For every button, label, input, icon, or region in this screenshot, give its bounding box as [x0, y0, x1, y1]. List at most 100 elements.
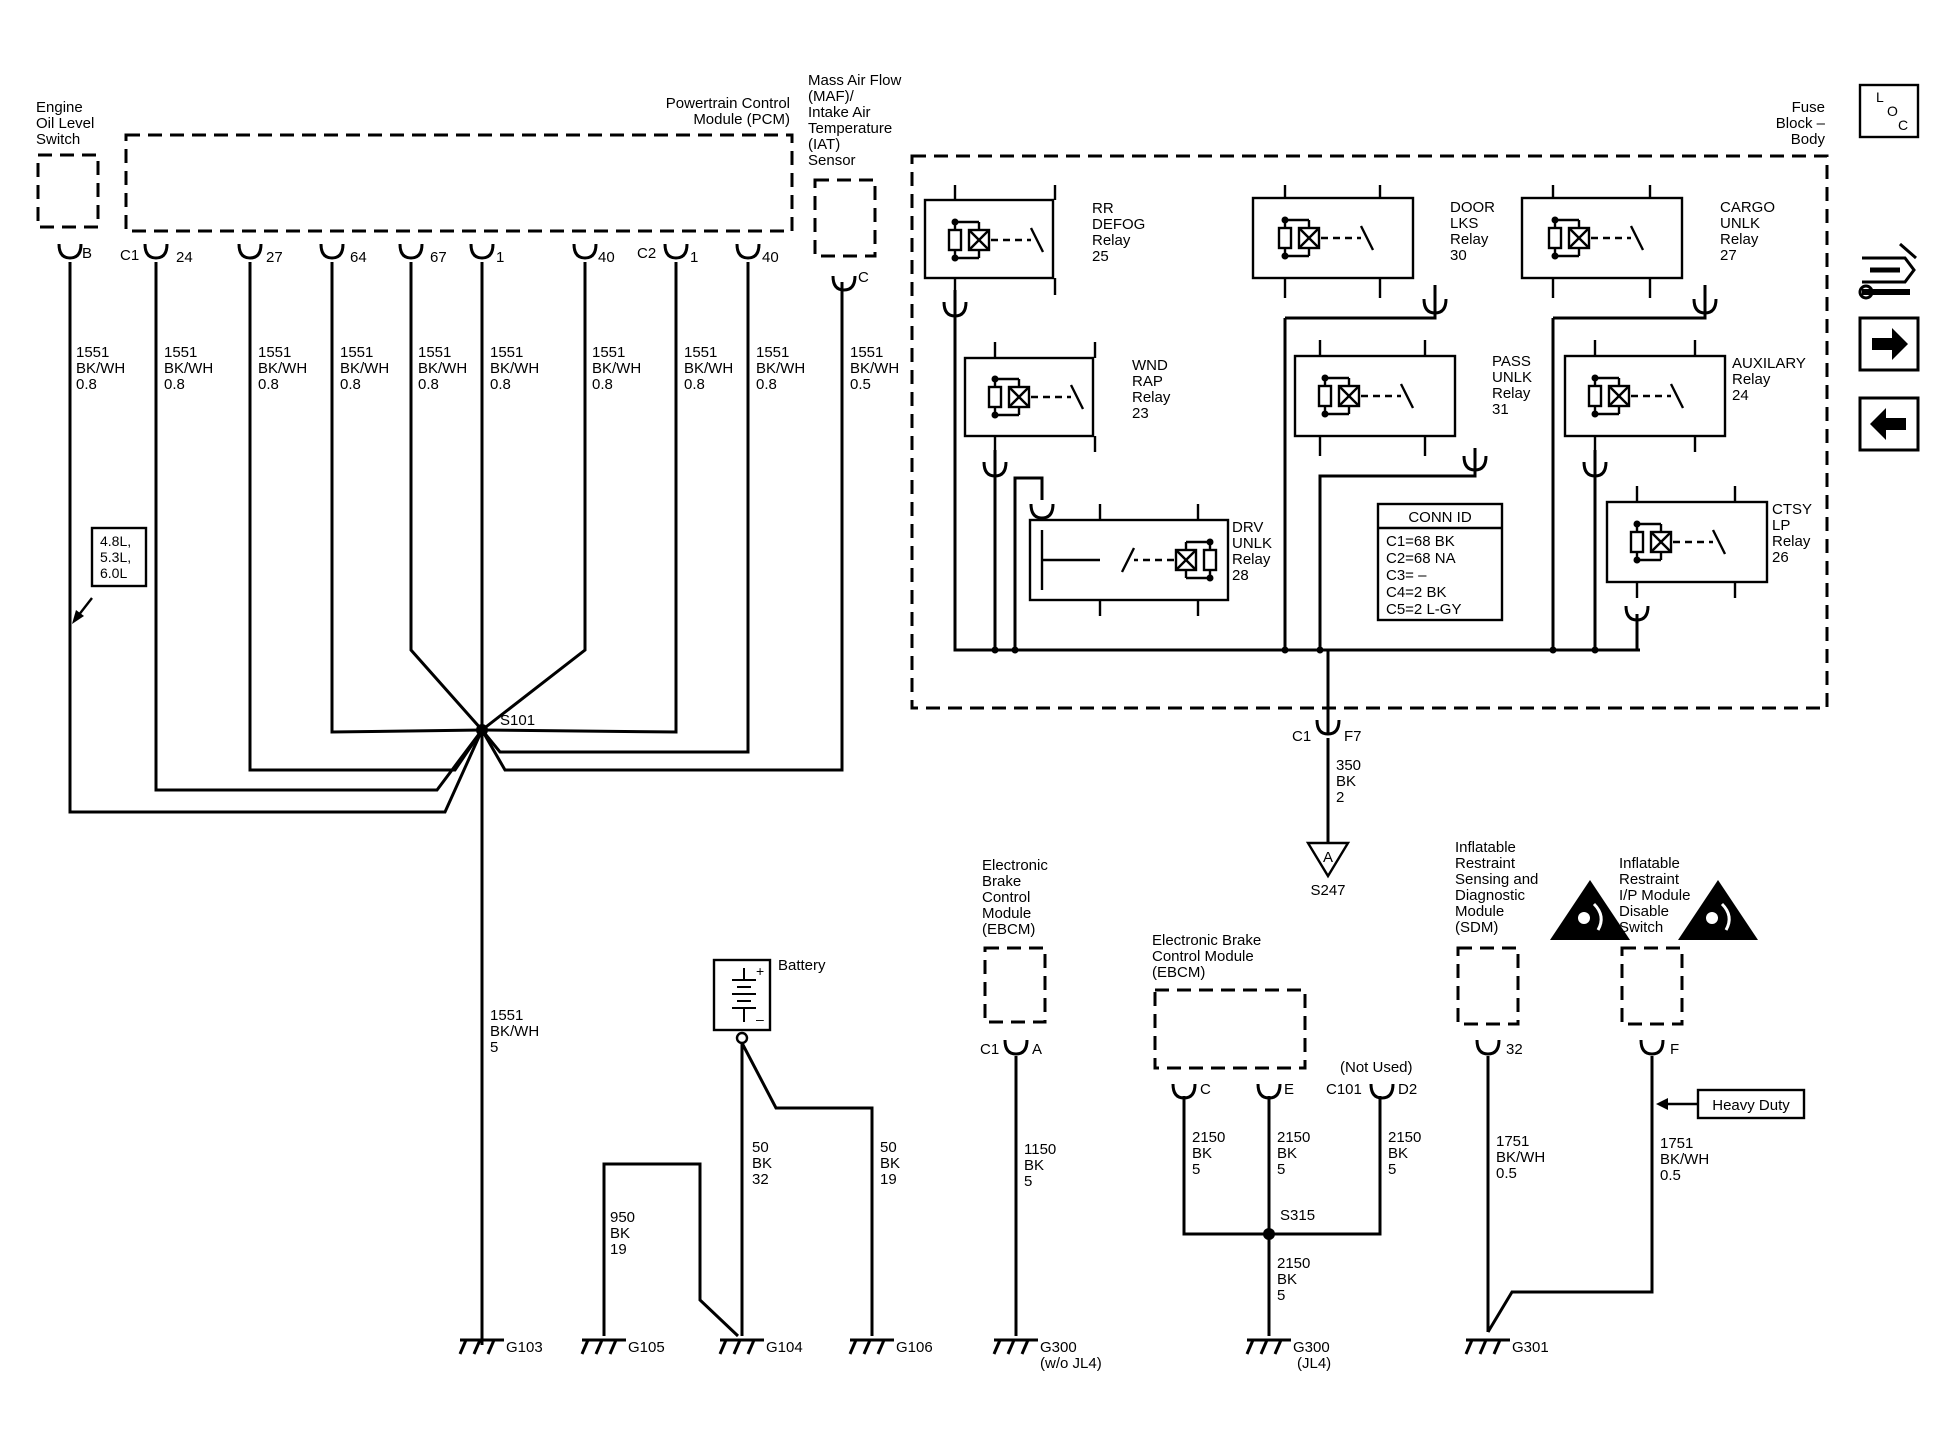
ctsy-lp-l1: CTSY — [1772, 501, 1812, 518]
auxilary-l3: 24 — [1732, 387, 1749, 404]
heavy-duty-label: Heavy Duty — [1712, 1097, 1790, 1114]
bat-g106-circuit: 50 — [880, 1139, 897, 1156]
fuse-block-label-3: Body — [1791, 131, 1826, 148]
ebcm-left-l5: (EBCM) — [982, 921, 1035, 938]
ip-module-disable-switch: Inflatable Restraint I/P Module Disable … — [1486, 855, 1806, 1333]
wnd-rap-l3: Relay — [1132, 389, 1171, 406]
pcm-pin-connector-icon — [663, 242, 689, 260]
cargo-unlk-l2: UNLK — [1720, 215, 1760, 232]
drv-unlk-l4: 28 — [1232, 567, 1249, 584]
fuse-block-output: C1 F7 350 BK 2 A S247 — [1292, 718, 1362, 899]
fuse-block-label-1: Fuse — [1792, 99, 1825, 116]
ground-g105-label: G105 — [628, 1339, 665, 1356]
maf-label-5: (IAT) — [808, 136, 840, 153]
pcm-pin-number: 64 — [350, 249, 367, 266]
wire-label: 1551 — [418, 344, 451, 361]
rr-defog-l3: Relay — [1092, 232, 1131, 249]
wire-label: 0.8 — [756, 376, 777, 393]
g105-color: BK — [610, 1225, 630, 1242]
pcm-pin-connector-icon — [319, 242, 345, 260]
wire-label: 1551 — [164, 344, 197, 361]
ebcm-a-color: BK — [1024, 1157, 1044, 1174]
s315-out-color: BK — [1277, 1271, 1297, 1288]
drv-unlk-l1: DRV — [1232, 519, 1263, 536]
ebcm-left: Electronic Brake Control Module (EBCM) C… — [980, 857, 1056, 1336]
previous-page-button[interactable] — [1858, 396, 1920, 452]
connector-tools-icon[interactable] — [1858, 242, 1917, 300]
oil-switch-pin: B — [82, 245, 92, 262]
loc-button[interactable]: L O C — [1858, 83, 1920, 139]
drv-unlk-connector-icon — [1029, 502, 1055, 520]
ebcm-d2-circuit: 2150 — [1388, 1129, 1421, 1146]
next-page-button[interactable] — [1858, 316, 1920, 372]
ground-g106-icon — [848, 1338, 896, 1356]
ebcm-e-size: 5 — [1277, 1161, 1285, 1178]
airbag-warning-icon — [1678, 880, 1758, 940]
sdm-wire-size: 0.5 — [1496, 1165, 1517, 1182]
ebcm-left-l4: Module — [982, 905, 1031, 922]
wire-label: 1551 — [684, 344, 717, 361]
ebcm-e-circuit: 2150 — [1277, 1129, 1310, 1146]
pcm-pin-number: 1 — [690, 249, 698, 266]
sdm-l3: Sensing and — [1455, 871, 1538, 888]
engine-option-arrow-icon — [72, 610, 84, 624]
maf-connector-icon — [831, 274, 857, 292]
pcm-pin-number: 27 — [266, 249, 283, 266]
conn-id-row-5: C5=2 L-GY — [1386, 601, 1461, 618]
battery-minus-icon: – — [756, 1011, 764, 1027]
ebcm-left-l3: Control — [982, 889, 1030, 906]
fuse-out-color: BK — [1336, 773, 1356, 790]
oil-switch-label-2: Oil Level — [36, 115, 94, 132]
fuse-out-circuit: 350 — [1336, 757, 1361, 774]
ground-g301-icon — [1464, 1338, 1512, 1356]
ebcm-c-circuit: 2150 — [1192, 1129, 1225, 1146]
s247-triangle-icon — [1305, 841, 1351, 879]
ipm-wire-circuit: 1751 — [1660, 1135, 1693, 1152]
oil-switch-label-3: Switch — [36, 131, 80, 148]
g105-size: 19 — [610, 1241, 627, 1258]
s315-out-size: 5 — [1277, 1287, 1285, 1304]
ebcm-mid-c-connector-icon — [1171, 1082, 1197, 1100]
maf-label-1: Mass Air Flow — [808, 72, 902, 89]
relay-drv-unlk: DRV UNLK Relay 28 — [1028, 504, 1272, 616]
arrow-right-icon — [1872, 328, 1908, 360]
main-wire-color: BK/WH — [490, 1023, 539, 1040]
pcm-label-1: Powertrain Control — [666, 95, 790, 112]
battery-label: Battery — [778, 957, 826, 974]
s101-label: S101 — [500, 712, 535, 729]
oil-switch-label-1: Engine — [36, 99, 83, 116]
sdm-l4: Diagnostic — [1455, 887, 1526, 904]
wnd-rap-l2: RAP — [1132, 373, 1163, 390]
pcm-pin-number: 67 — [430, 249, 447, 266]
pcm-wire-labels: 1551BK/WH0.81551BK/WH0.81551BK/WH0.81551… — [76, 344, 899, 393]
ebcm-c-size: 5 — [1192, 1161, 1200, 1178]
auxilary-l2: Relay — [1732, 371, 1771, 388]
conn-id-row-1: C1=68 BK — [1386, 533, 1455, 550]
ipm-connector-icon — [1639, 1038, 1665, 1056]
ground-g104-icon — [718, 1338, 766, 1356]
maf-label-2: (MAF)/ — [808, 88, 855, 105]
cargo-unlk-l3: Relay — [1720, 231, 1759, 248]
wire-label: 0.8 — [340, 376, 361, 393]
drv-unlk-l3: Relay — [1232, 551, 1271, 568]
pcm-pin-connector-icon — [572, 242, 598, 260]
loc-letter-c: C — [1898, 117, 1908, 133]
fuse-f7-label: F7 — [1344, 728, 1362, 745]
bat-g104-circuit: 50 — [752, 1139, 769, 1156]
cargo-unlk-l1: CARGO — [1720, 199, 1775, 216]
wire-label: 0.8 — [76, 376, 97, 393]
wire-label: BK/WH — [850, 360, 899, 377]
auxilary-l1: AUXILARY — [1732, 355, 1806, 372]
wire-label: 1551 — [850, 344, 883, 361]
sdm-wire-circuit: 1751 — [1496, 1133, 1529, 1150]
wire-label: BK/WH — [756, 360, 805, 377]
s315-out-circuit: 2150 — [1277, 1255, 1310, 1272]
bat-g104-color: BK — [752, 1155, 772, 1172]
ebcm-mid-l3: (EBCM) — [1152, 964, 1205, 981]
main-wire-size: 5 — [490, 1039, 498, 1056]
conn-id-table: CONN ID C1=68 BK C2=68 NA C3= – C4=2 BK … — [1376, 502, 1504, 622]
ebcm-left-connector-icon — [1003, 1038, 1029, 1056]
ipm-l2: Restraint — [1619, 871, 1680, 888]
